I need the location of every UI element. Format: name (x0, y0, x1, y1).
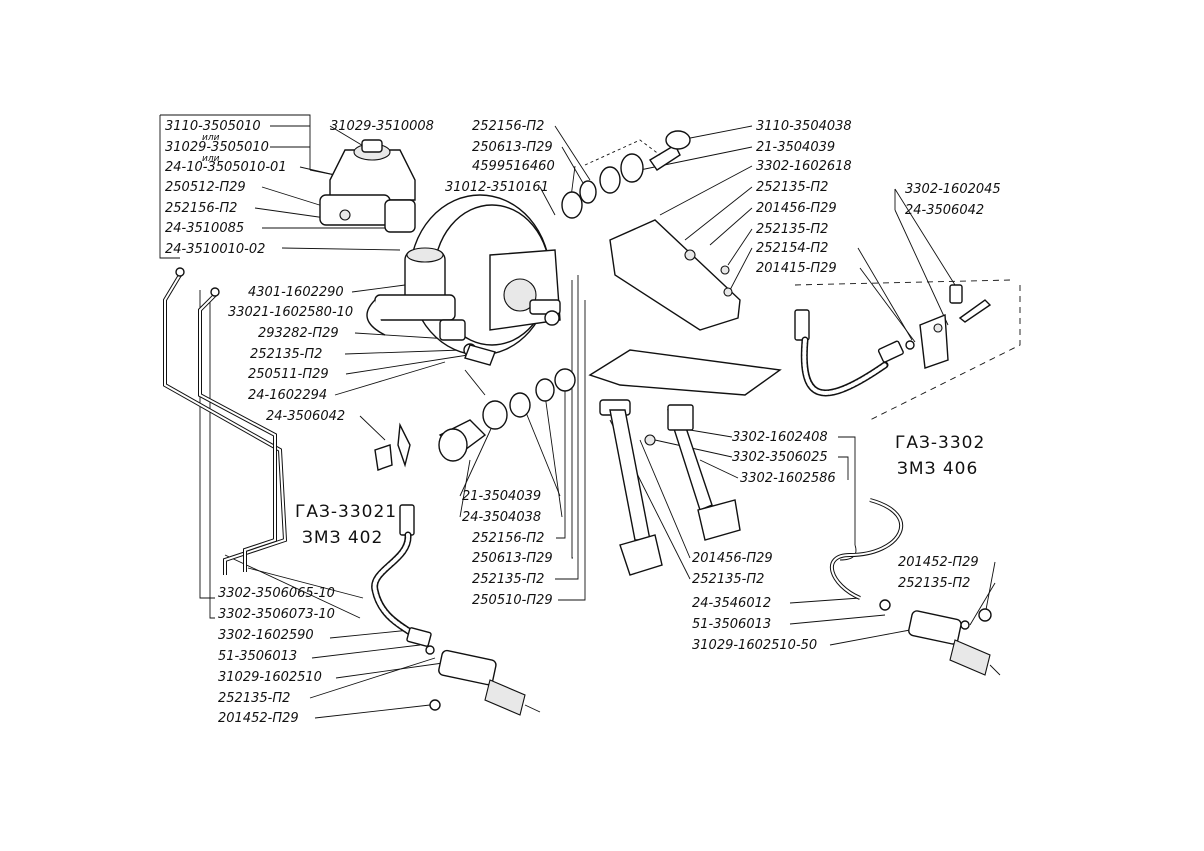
label-250613-p29-b: 250613-П29 (472, 551, 553, 566)
hose-left (371, 504, 432, 647)
label-252135-p2-d: 252135-П2 (472, 572, 544, 587)
bracket-left (374, 422, 411, 471)
pedal-bracket (609, 219, 741, 331)
label-252156-p2-b: 252156-П2 (472, 119, 544, 134)
leader-lines (159, 114, 1021, 719)
label-31029-1602510: 31029-1602510 (218, 670, 322, 685)
label-252156-p2-a: 252156-П2 (165, 201, 237, 216)
label-21-3504039-a: 21-3504039 (756, 140, 835, 155)
slave-cylinder-right (879, 599, 1001, 676)
label-252135-p2-g: 252135-П2 (218, 691, 290, 706)
label-31012-3510161: 31012-3510161 (445, 180, 549, 195)
label-24-3546012: 24-3546012 (692, 596, 771, 611)
left-vehicle-model: ГАЗ-33021 (295, 502, 397, 522)
label-252156-p2-c: 252156-П2 (472, 531, 544, 546)
clutch-master-cylinder (366, 247, 496, 366)
label-250510-p29: 250510-П29 (472, 593, 553, 608)
label-24-3510085: 24-3510085 (165, 221, 244, 236)
label-or-2: или (202, 154, 220, 164)
label-24-3510010-02: 24-3510010-02 (165, 242, 265, 257)
label-31029-3510008: 31029-3510008 (330, 119, 434, 134)
label-250511-p29: 250511-П29 (248, 367, 329, 382)
pushrod-seal-kit-lower (438, 368, 576, 462)
hose-right (794, 309, 915, 397)
label-24-1602294: 24-1602294 (248, 388, 327, 403)
label-24-3504038: 24-3504038 (462, 510, 541, 525)
label-4599516460: 4599516460 (472, 159, 555, 174)
label-24-3506042-b: 24-3506042 (266, 409, 345, 424)
label-21-3504039-b: 21-3504039 (462, 489, 541, 504)
label-293282-p29: 293282-П29 (258, 326, 339, 341)
label-3302-1602618: 3302-1602618 (756, 159, 852, 174)
part-labels: 3110-3505010 или 31029-3505010 или 24-10… (165, 119, 1001, 726)
label-24-3506042-a: 24-3506042 (905, 203, 984, 218)
label-3302-3506025: 3302-3506025 (732, 450, 828, 465)
label-24-10-3505010-01: 24-10-3505010-01 (165, 160, 287, 175)
pipes-left (163, 267, 288, 575)
label-or-1: или (202, 133, 220, 143)
label-31029-3505010: 31029-3505010 (165, 140, 269, 155)
label-3302-3506073-10: 3302-3506073-10 (218, 607, 335, 622)
model-captions: ГАЗ-33021 ЗМЗ 402 ГАЗ-3302 ЗМЗ 406 (295, 433, 985, 548)
label-3302-3506065-10: 3302-3506065-10 (218, 586, 335, 601)
right-vehicle-model: ГАЗ-3302 (895, 433, 985, 453)
label-252135-p2-f: 252135-П2 (898, 576, 970, 591)
label-201452-p29-b: 201452-П29 (218, 711, 299, 726)
label-250613-p29-a: 250613-П29 (472, 140, 553, 155)
label-4301-1602290: 4301-1602290 (248, 285, 344, 300)
bracket-right (919, 284, 992, 369)
label-3302-1602590: 3302-1602590 (218, 628, 314, 643)
label-201456-p29-a: 201456-П29 (756, 201, 837, 216)
pedal-assembly (588, 349, 782, 576)
label-252135-p2-a: 252135-П2 (756, 180, 828, 195)
label-252154-p2: 252154-П2 (756, 241, 828, 256)
label-201456-p29-b: 201456-П29 (692, 551, 773, 566)
label-201452-p29-a: 201452-П29 (898, 555, 979, 570)
label-3302-1602045: 3302-1602045 (905, 182, 1001, 197)
label-3110-3504038: 3110-3504038 (756, 119, 852, 134)
pushrod-seal-kit-top (561, 130, 691, 219)
tube-right (829, 498, 904, 600)
right-engine-model: ЗМЗ 406 (897, 459, 978, 479)
left-engine-model: ЗМЗ 402 (302, 528, 383, 548)
label-3302-1602586: 3302-1602586 (740, 471, 836, 486)
label-252135-p2-e: 252135-П2 (692, 572, 764, 587)
label-3110-3505010: 3110-3505010 (165, 119, 261, 134)
label-252135-p2-c: 252135-П2 (250, 347, 322, 362)
label-3302-1602408: 3302-1602408 (732, 430, 828, 445)
label-51-3506013-b: 51-3506013 (218, 649, 297, 664)
label-252135-p2-b: 252135-П2 (756, 222, 828, 237)
slave-cylinder-left (425, 645, 541, 716)
label-51-3506013-a: 51-3506013 (692, 617, 771, 632)
label-33021-1602580-10: 33021-1602580-10 (228, 305, 353, 320)
brake-master-cylinder (319, 139, 416, 233)
label-250512-p29: 250512-П29 (165, 180, 246, 195)
label-31029-1602510-50: 31029-1602510-50 (692, 638, 817, 653)
label-201415-p29: 201415-П29 (756, 261, 837, 276)
